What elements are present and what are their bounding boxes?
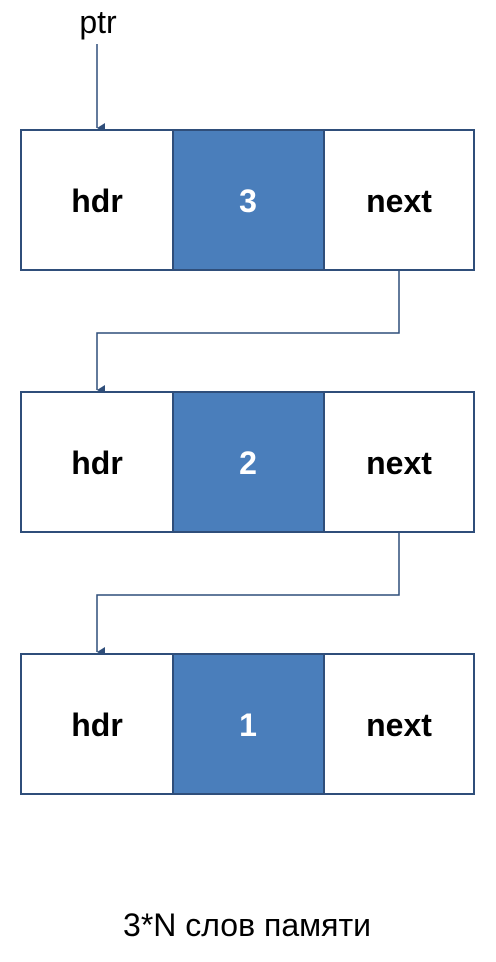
list-node: hdr 2 next	[20, 391, 475, 533]
value-cell	[172, 129, 325, 271]
next-label: next	[366, 445, 432, 481]
node-value: 3	[239, 183, 257, 219]
node-value: 2	[239, 445, 257, 481]
memory-caption: 3*N слов памяти	[123, 907, 371, 943]
next-label: next	[366, 183, 432, 219]
pointer-label: ptr	[79, 4, 117, 40]
hdr-label: hdr	[71, 707, 123, 743]
node-value: 1	[239, 707, 257, 743]
hdr-label: hdr	[71, 183, 123, 219]
list-node: hdr 1 next	[20, 653, 475, 795]
hdr-label: hdr	[71, 445, 123, 481]
next-cell	[323, 653, 475, 795]
list-node: hdr 3 next	[20, 129, 475, 271]
next-label: next	[366, 707, 432, 743]
next-cell	[323, 391, 475, 533]
next-pointer-arrow	[96, 270, 400, 395]
next-pointer-arrow	[96, 532, 400, 657]
value-cell	[172, 653, 325, 795]
